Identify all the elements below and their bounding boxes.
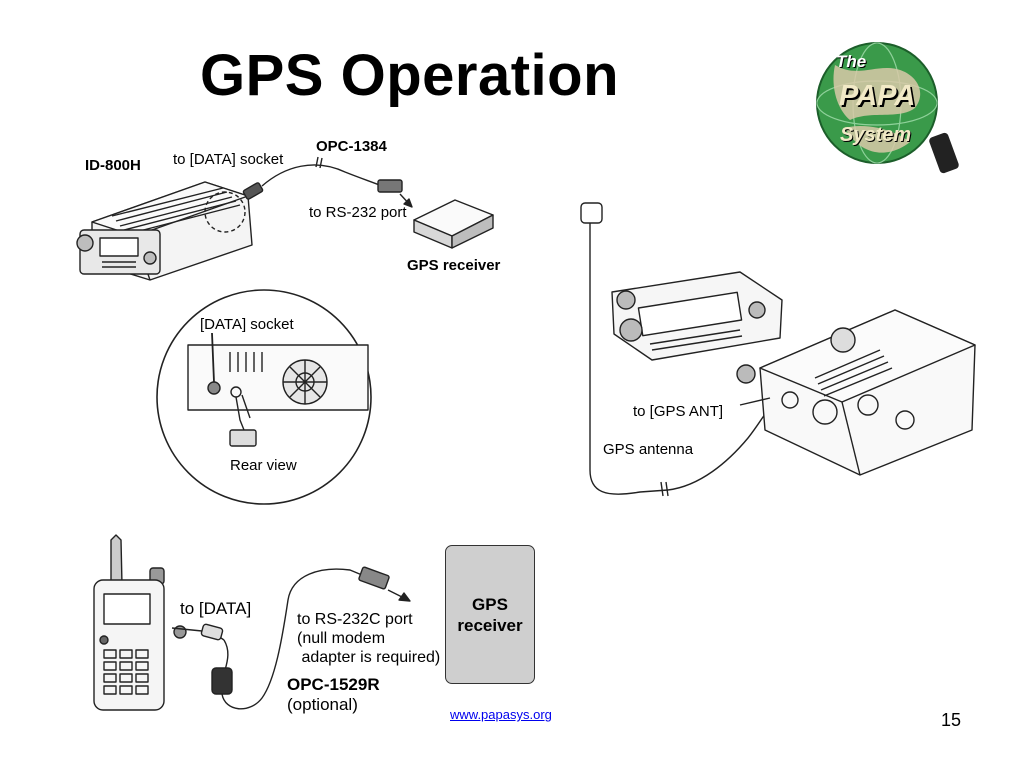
opc1529r-cable [171,566,411,710]
optional-label: (optional) [287,695,358,714]
rear-view-label: Rear view [230,457,297,474]
rear-view-inset [156,289,372,505]
logo-text-papa: PAPA [839,80,916,112]
logo-text-system: System [840,124,912,146]
page-number: 15 [941,710,962,730]
handheld-data-callout: to [DATA] [180,599,252,618]
papa-logo-globe [816,42,959,174]
handheld-radio-illustration [93,534,187,711]
gps-receiver-box-text: GPS receiver [457,594,523,635]
radio-model-label: ID-800H [85,157,141,174]
opc1529r-cable-label: OPC-1529R [287,675,380,694]
logo-text-the: The [836,52,867,71]
opc1384-cable-label: OPC-1384 [316,138,387,155]
gps-antenna-label: GPS antenna [603,441,694,458]
footer-website-link[interactable]: www.papasys.org [450,707,552,722]
gps-receiver-box-top [413,199,494,249]
inset-data-socket-label: [DATA] socket [200,316,294,333]
gps-antenna-and-radio-illustration [580,202,976,497]
rs232-port-callout: to RS-232 port [309,204,407,221]
gps-ant-port-callout: to [GPS ANT] [633,403,724,420]
opc1384-cable [242,156,413,208]
rs232c-port-note: to RS-232C port (null modem adapter is r… [297,611,441,666]
slide-title: GPS Operation [200,43,620,108]
gps-receiver-box-bottom: GPS receiver [445,545,535,684]
gps-receiver-label-top: GPS receiver [407,257,501,274]
data-socket-callout: to [DATA] socket [173,151,284,168]
id800h-radio-illustration [76,181,253,281]
